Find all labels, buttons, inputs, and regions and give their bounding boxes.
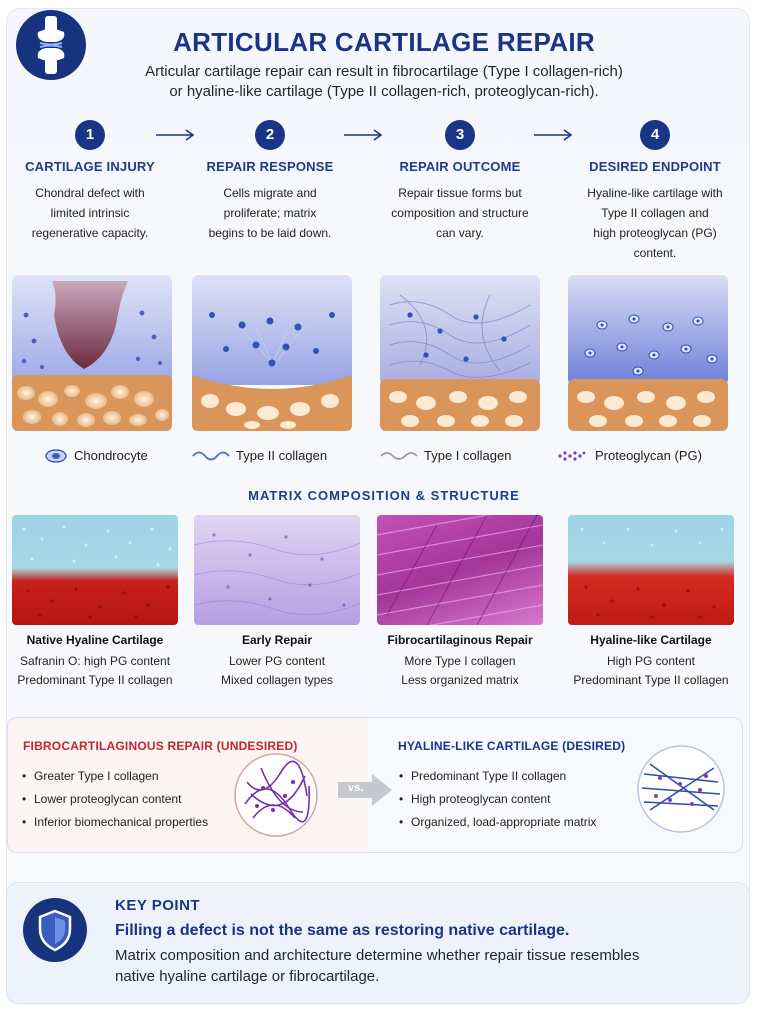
- step-1-number: 1: [75, 120, 105, 150]
- tissue-desired-endpoint-illustration: [568, 275, 728, 431]
- arrow-right-icon: [344, 129, 383, 141]
- step-3-number: 3: [445, 120, 475, 150]
- stain-early-repair: [194, 515, 360, 625]
- stain-desc-line: Predominant Type II collagen: [17, 673, 173, 687]
- stain-desc-line: High PG content: [606, 654, 696, 668]
- step-4-title: DESIRED ENDPOINT: [589, 159, 721, 174]
- stain-texture: [22, 525, 172, 619]
- step-3-title: REPAIR OUTCOME: [399, 159, 521, 174]
- knee-joint-icon: [16, 10, 86, 80]
- list-item: Lower proteoglycan content: [22, 791, 208, 814]
- type-i-collagen-icon: [380, 452, 418, 460]
- stain-texture: [580, 527, 724, 619]
- tissue-repair-outcome-illustration: [380, 275, 540, 431]
- list-item: Predominant Type II collagen: [399, 768, 596, 791]
- step-1-desc-line: regenerative capacity.: [31, 226, 149, 240]
- stain-texture: [377, 515, 543, 625]
- comparison-undesired-heading: FIBROCARTILAGINOUS REPAIR (UNDESIRED): [23, 739, 298, 753]
- list-item: Organized, load-appropriate matrix: [399, 814, 596, 837]
- stain-desc-line: Less organized matrix: [401, 673, 519, 687]
- step-4-desc-line: high proteoglycan (PG): [593, 226, 717, 240]
- list-item: Greater Type I collagen: [22, 768, 208, 791]
- stain-desc-line: Predominant Type II collagen: [573, 673, 729, 687]
- shield-icon: [23, 898, 87, 962]
- tissue-repair-response-illustration: [192, 275, 352, 431]
- chondrocyte-icon: [45, 449, 67, 463]
- legend-type-i-collagen: Type I collagen: [380, 446, 530, 466]
- legend-label: Type II collagen: [236, 448, 328, 463]
- subtitle-line-1: Articular cartilage repair can result in…: [145, 63, 623, 80]
- stain-title-hyaline-like: Hyaline-like Cartilage: [590, 633, 712, 647]
- legend-label: Proteoglycan (PG): [595, 448, 702, 463]
- step-2-number: 2: [255, 120, 285, 150]
- step-3-desc-line: Repair tissue forms but: [398, 186, 522, 200]
- comparison-desired-list: Predominant Type II collagen High proteo…: [399, 768, 596, 837]
- stain-desc-line: Safranin O: high PG content: [19, 654, 171, 668]
- type-ii-collagen-icon: [192, 451, 230, 461]
- key-point-body-text: Matrix composition and architecture dete…: [115, 947, 640, 985]
- disorganized-fibers-icon: [234, 753, 318, 837]
- list-item: High proteoglycan content: [399, 791, 596, 814]
- stain-desc-line: Lower PG content: [228, 654, 326, 668]
- legend-label: Type I collagen: [424, 448, 512, 463]
- arrow-right-icon: [534, 129, 573, 141]
- step-1-title: CARTILAGE INJURY: [25, 159, 155, 174]
- stain-title-early: Early Repair: [241, 633, 313, 647]
- arrow-right-icon: [156, 129, 195, 141]
- step-1-description: Chondral defect with limited intrinsic r…: [5, 183, 175, 243]
- proteoglycan-icon: [558, 451, 586, 461]
- organized-fibers-icon: [637, 745, 725, 833]
- key-point-bold-text: Filling a defect is not the same as rest…: [115, 922, 570, 939]
- page-title: ARTICULAR CARTILAGE REPAIR: [173, 27, 595, 57]
- tissue-injury-illustration: [12, 275, 172, 431]
- step-2-desc-line: begins to be laid down.: [208, 226, 332, 240]
- step-4-desc-line: Type II collagen and: [601, 206, 709, 220]
- step-3-desc-line: composition and structure: [391, 206, 529, 220]
- stain-native-hyaline: [12, 515, 178, 625]
- list-item: Inferior biomechanical properties: [22, 814, 208, 837]
- stain-desc-line: Mixed collagen types: [220, 673, 334, 687]
- key-point-panel: [6, 882, 750, 1004]
- stain-title-native: Native Hyaline Cartilage: [26, 633, 164, 647]
- stain-title-fibro: Fibrocartilaginous Repair: [387, 633, 533, 647]
- vs-arrow-icon: vs.: [338, 774, 392, 806]
- step-2-description: Cells migrate and proliferate; matrix be…: [185, 183, 355, 243]
- vs-label: vs.: [348, 782, 364, 794]
- comparison-panel: FIBROCARTILAGINOUS REPAIR (UNDESIRED) Gr…: [7, 717, 743, 853]
- stain-fibrocartilaginous: [377, 515, 543, 625]
- step-1-desc-line: Chondral defect with: [35, 186, 145, 200]
- key-point-heading: KEY POINT: [115, 897, 201, 914]
- step-3-description: Repair tissue forms but composition and …: [375, 183, 545, 243]
- step-1-desc-line: limited intrinsic: [50, 206, 130, 220]
- legend-chondrocyte: Chondrocyte: [44, 446, 174, 466]
- step-4-number: 4: [640, 120, 670, 150]
- stain-hyaline-like: [568, 515, 734, 625]
- subtitle-line-2: or hyaline-like cartilage (Type II colla…: [169, 83, 599, 100]
- legend-label: Chondrocyte: [74, 448, 148, 463]
- step-2-desc-line: proliferate; matrix: [223, 206, 317, 220]
- stain-desc-line: More Type I collagen: [404, 654, 516, 668]
- step-4-description: Hyaline-like cartilage with Type II coll…: [570, 183, 740, 263]
- legend-proteoglycan: Proteoglycan (PG): [557, 446, 727, 466]
- step-4-desc-line: content.: [633, 246, 677, 260]
- page-subtitle: Articular cartilage repair can result in…: [100, 62, 668, 102]
- comparison-undesired-list: Greater Type I collagen Lower proteoglyc…: [22, 768, 208, 837]
- step-2-title: REPAIR RESPONSE: [206, 159, 334, 174]
- legend-type-ii-collagen: Type II collagen: [192, 446, 352, 466]
- comparison-desired-heading: HYALINE-LIKE CARTILAGE (DESIRED): [398, 739, 626, 753]
- section-heading-matrix: MATRIX COMPOSITION & STRUCTURE: [248, 488, 520, 503]
- step-3-desc-line: can vary.: [436, 226, 484, 240]
- step-4-desc-line: Hyaline-like cartilage with: [587, 186, 723, 200]
- stain-texture: [194, 533, 360, 616]
- step-2-desc-line: Cells migrate and: [223, 186, 317, 200]
